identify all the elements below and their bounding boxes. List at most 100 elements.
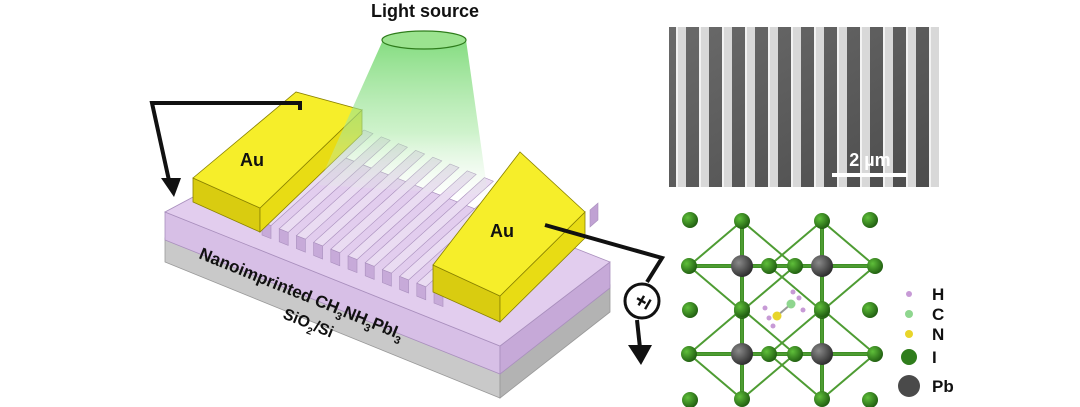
- grating-ridge: [381, 177, 494, 287]
- electrode-right: [432, 151, 586, 323]
- sem-line: [768, 27, 778, 187]
- sem-line-edge: [814, 27, 816, 187]
- wire-left: [149, 101, 302, 186]
- legend-swatch: [901, 349, 917, 365]
- pb-atom: [811, 255, 833, 277]
- sem-line: [722, 27, 732, 187]
- sem-gratings: [676, 27, 939, 187]
- legend-swatch: [898, 375, 920, 397]
- octahedron-edge: [821, 353, 876, 400]
- pb-atom: [731, 255, 753, 277]
- octahedron-edge: [821, 265, 876, 312]
- ma-cation: [762, 289, 806, 329]
- light-beam: [318, 40, 488, 195]
- octahedron-edge: [768, 265, 823, 312]
- wire-right-arrowhead: [628, 345, 652, 365]
- i-atom: [682, 392, 698, 407]
- i-atom: [814, 213, 830, 229]
- octahedron-edge: [768, 308, 823, 355]
- octahedron-edge: [741, 308, 796, 355]
- legend-item-n: N: [905, 325, 944, 344]
- voltage-source: ±: [623, 282, 661, 320]
- octahedron-edge: [741, 265, 796, 312]
- scale-bar-label: 2 µm: [849, 150, 890, 170]
- legend-label: Pb: [932, 377, 954, 396]
- octahedron-edge: [821, 220, 876, 267]
- octahedron-edge: [688, 220, 743, 267]
- sem-line: [929, 27, 939, 187]
- legend-swatch: [906, 291, 912, 297]
- sem-line: [837, 27, 847, 187]
- i-atom: [862, 392, 878, 407]
- octahedron-edge: [741, 353, 796, 400]
- light-source: [381, 30, 467, 50]
- octahedron-edge: [768, 353, 823, 400]
- grating-ridge-end: [589, 202, 599, 228]
- legend-item-pb: Pb: [898, 375, 954, 397]
- octahedron-edge: [688, 308, 743, 355]
- sem-line-edge: [676, 27, 678, 187]
- legend-item-h: H: [906, 285, 944, 304]
- i-atom: [681, 258, 697, 274]
- sem-line-edge: [722, 27, 724, 187]
- octahedron-edge: [688, 353, 743, 400]
- sem-line: [906, 27, 916, 187]
- legend-label: H: [932, 285, 944, 304]
- octahedron-edge: [768, 220, 823, 267]
- electrode-right-label: Au: [490, 221, 514, 241]
- substrate-label: SiO2/Si: [279, 306, 336, 345]
- crystal-structure: [681, 212, 883, 407]
- sem-image: 2 µm: [669, 27, 939, 187]
- sem-line: [676, 27, 686, 187]
- device-schematic: ± Light source Au Au Nanoimprinted CH3NH…: [149, 1, 666, 399]
- sem-line-edge: [929, 27, 931, 187]
- legend-swatch: [905, 330, 913, 338]
- octahedron-edge: [688, 265, 743, 312]
- legend-label: N: [932, 325, 944, 344]
- i-atom: [761, 346, 777, 362]
- octahedron-edge: [821, 308, 876, 355]
- wire-right: [544, 223, 666, 284]
- i-atom: [814, 391, 830, 407]
- i-atom: [862, 212, 878, 228]
- i-atom: [682, 302, 698, 318]
- electrode-left: [192, 91, 363, 233]
- legend-label: I: [932, 348, 937, 367]
- sem-line-edge: [883, 27, 885, 187]
- legend-label: C: [932, 305, 944, 324]
- i-atom: [681, 346, 697, 362]
- electrode-left-label: Au: [240, 150, 264, 170]
- wire-right-lower: [635, 319, 642, 349]
- sem-line: [699, 27, 709, 187]
- sem-line: [883, 27, 893, 187]
- legend-swatch: [905, 310, 913, 318]
- i-atom: [761, 258, 777, 274]
- sem-line-edge: [768, 27, 770, 187]
- pb-atom: [731, 343, 753, 365]
- sem-line-edge: [906, 27, 908, 187]
- sem-line-edge: [837, 27, 839, 187]
- legend-item-c: C: [905, 305, 944, 324]
- sem-line-edge: [745, 27, 747, 187]
- i-atom: [734, 391, 750, 407]
- i-atom: [734, 301, 750, 317]
- octahedron-edge: [741, 220, 796, 267]
- sem-line: [745, 27, 755, 187]
- i-atom: [734, 213, 750, 229]
- sem-line: [860, 27, 870, 187]
- sem-line: [814, 27, 824, 187]
- i-atom: [862, 302, 878, 318]
- legend-item-i: I: [901, 348, 937, 367]
- i-atom: [867, 258, 883, 274]
- sem-line: [791, 27, 801, 187]
- i-atom: [814, 301, 830, 317]
- wire-left-arrowhead: [161, 178, 181, 197]
- i-atom: [867, 346, 883, 362]
- sem-line-edge: [699, 27, 701, 187]
- i-atom: [787, 258, 803, 274]
- sem-line-edge: [860, 27, 862, 187]
- light-source-label: Light source: [371, 1, 479, 21]
